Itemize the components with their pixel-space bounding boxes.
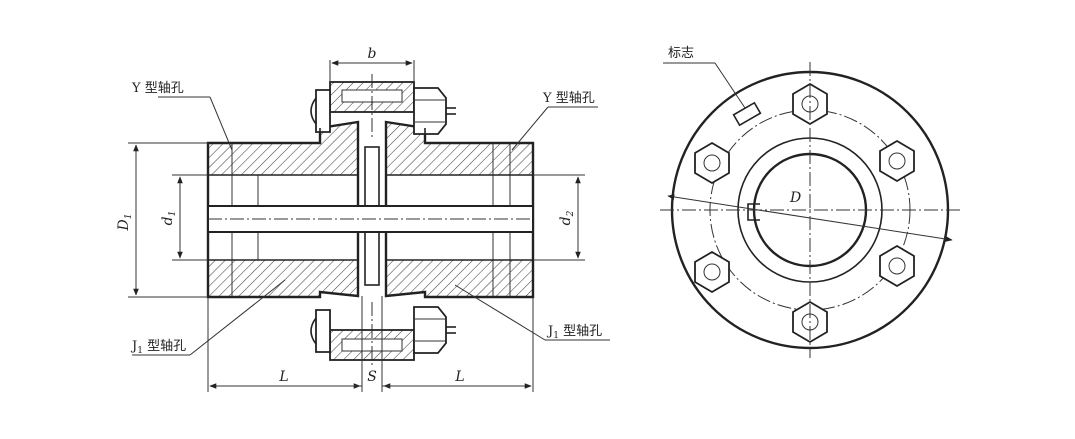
section-view: b D1 d1 d2 L S L Y 型轴孔 Y 型轴孔: [116, 46, 610, 392]
bottom-bolt: [310, 302, 456, 368]
bolt-hex-lower-left: [694, 250, 730, 294]
dim-b: b: [368, 46, 377, 62]
label-j1-hole-right: J1 型轴孔: [546, 324, 602, 341]
top-bolt: [310, 74, 456, 140]
label-j1-hole-left: J1 型轴孔: [130, 339, 186, 356]
label-mark: 标志: [668, 46, 694, 61]
dim-d2: d2: [558, 210, 576, 225]
dim-D: D: [789, 190, 801, 206]
bolt-hex-upper-left: [694, 141, 730, 185]
dim-L-right: L: [454, 369, 464, 385]
end-view: 标志 D: [660, 46, 960, 358]
bolt-hex-lower-right: [879, 244, 915, 288]
bolt-hex-upper-right: [879, 139, 915, 183]
dim-L-left: L: [278, 369, 288, 385]
dim-S: S: [367, 369, 377, 385]
dim-d1: d1: [160, 211, 178, 226]
label-y-hole-right: Y 型轴孔: [542, 91, 595, 106]
dim-D1: D1: [116, 214, 134, 232]
label-y-hole-left: Y 型轴孔: [131, 81, 184, 96]
